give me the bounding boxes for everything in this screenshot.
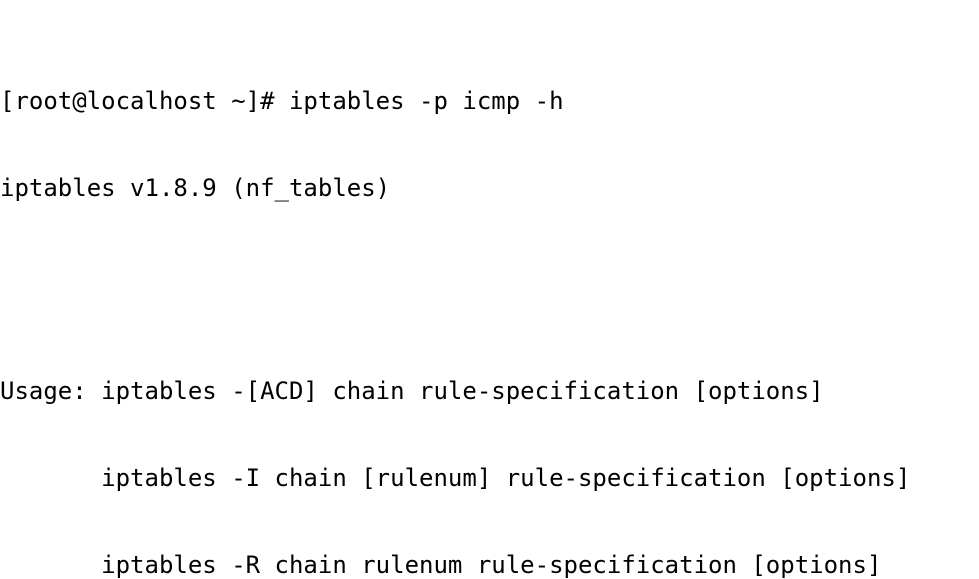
blank-line	[0, 261, 979, 290]
usage-line-insert: iptables -I chain [rulenum] rule-specifi…	[0, 464, 911, 492]
usage-line-replace: iptables -R chain rulenum rule-specifica…	[0, 551, 882, 579]
version-line: iptables v1.8.9 (nf_tables)	[0, 174, 391, 202]
usage-line-acd: Usage: iptables -[ACD] chain rule-specif…	[0, 377, 824, 405]
prompt-command-line: [root@localhost ~]# iptables -p icmp -h	[0, 87, 564, 115]
